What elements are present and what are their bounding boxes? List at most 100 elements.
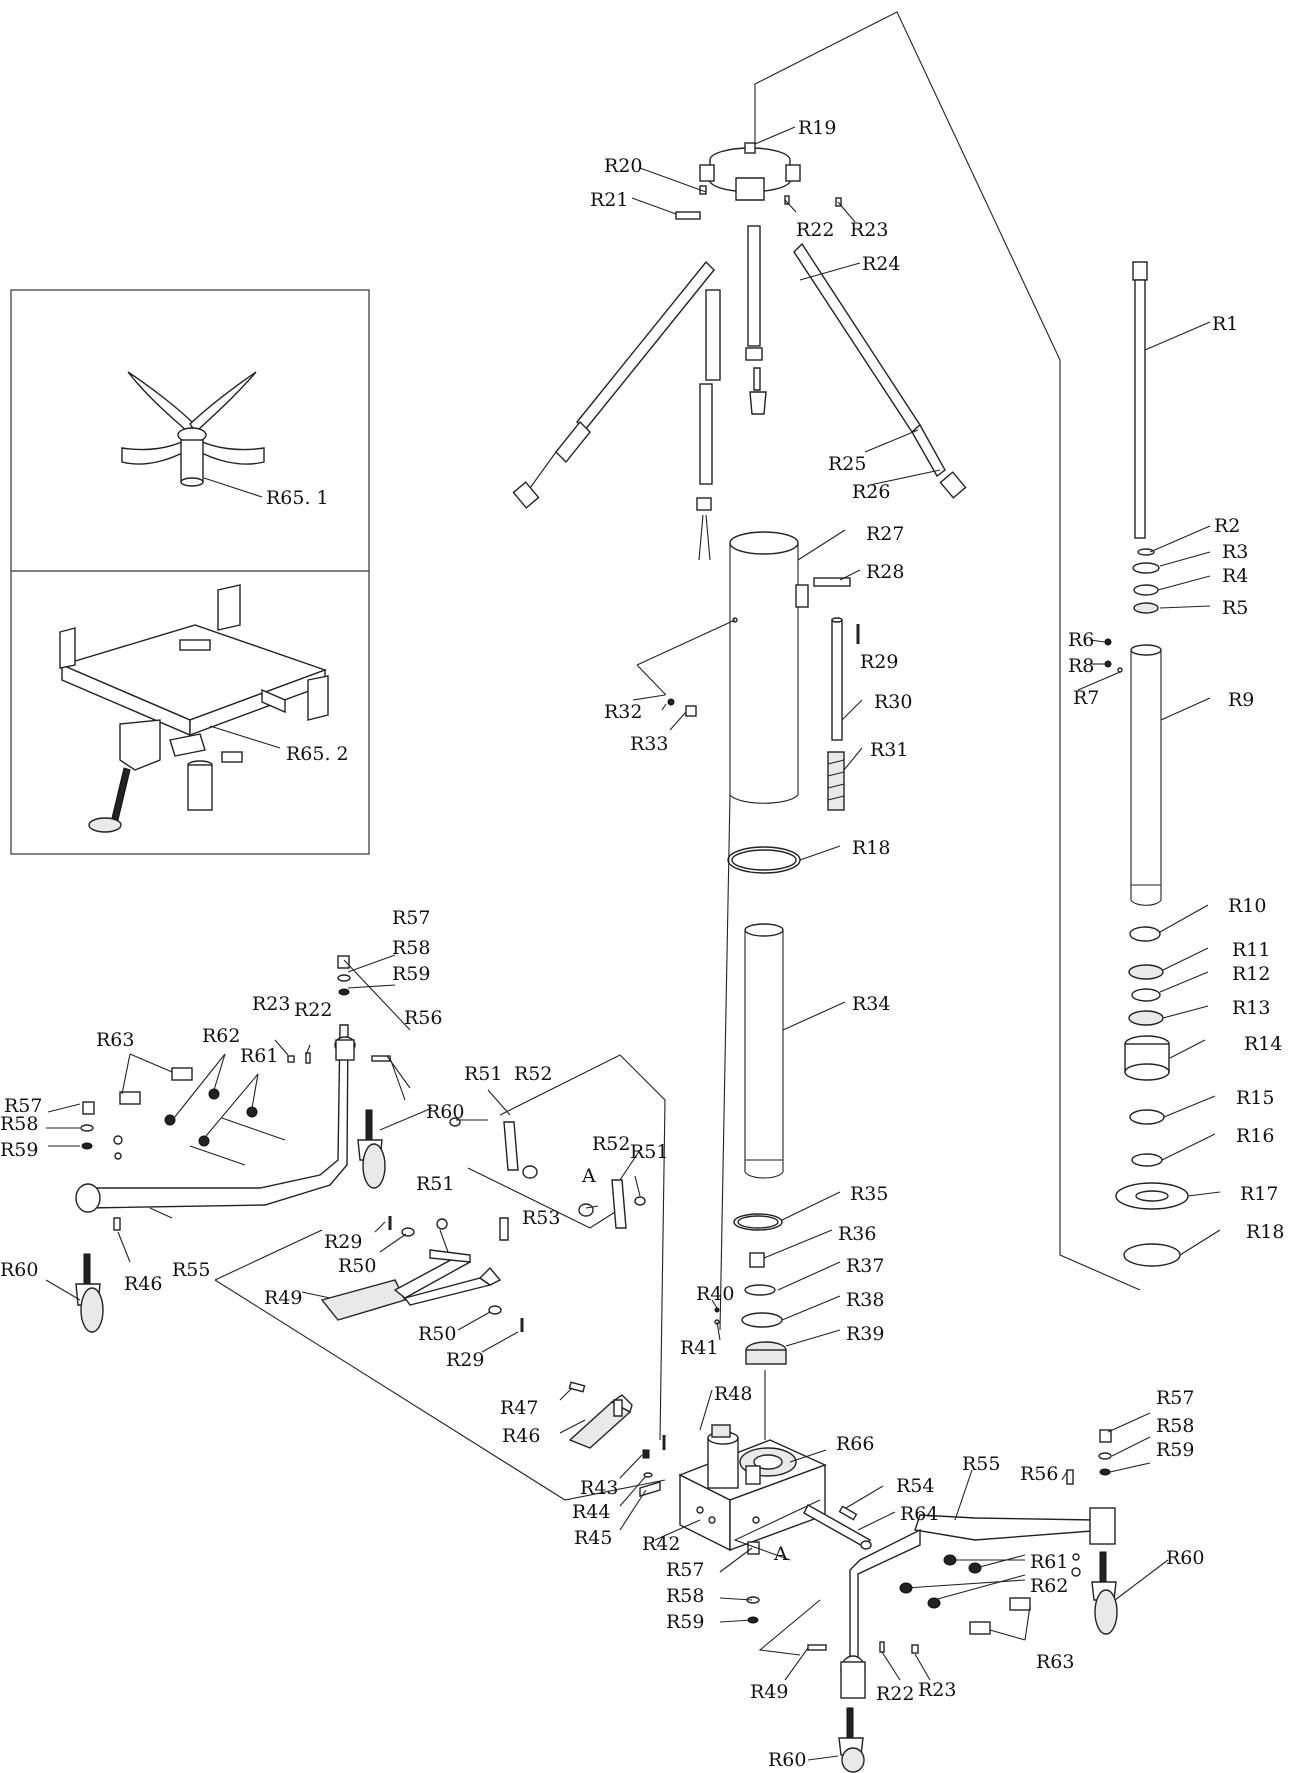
label-r39: R39 bbox=[846, 1323, 884, 1345]
label-r2: R2 bbox=[1214, 515, 1240, 537]
label-r6: R6 bbox=[1068, 629, 1094, 651]
label-r38: R38 bbox=[846, 1289, 884, 1311]
label-r65-1: R65. 1 bbox=[266, 487, 329, 509]
label-r61-right: R61 bbox=[1030, 1551, 1068, 1573]
cradle-head-drawing bbox=[675, 142, 842, 220]
label-r1: R1 bbox=[1212, 313, 1238, 335]
seal-ring-inner bbox=[731, 849, 797, 871]
label-r10: R10 bbox=[1228, 895, 1266, 917]
label-r20: R20 bbox=[604, 155, 642, 177]
label-r13: R13 bbox=[1232, 997, 1270, 1019]
label-r8: R8 bbox=[1068, 655, 1094, 677]
pump-cylinder-drawing bbox=[1130, 644, 1162, 906]
label-r53: R53 bbox=[522, 1207, 560, 1229]
label-r60-left-upper: R60 bbox=[426, 1101, 464, 1123]
label-r45: R45 bbox=[574, 1527, 612, 1549]
linkage-drawing bbox=[320, 1117, 646, 1417]
label-r46-pedal: R46 bbox=[502, 1425, 540, 1447]
saddle-attachment-drawing bbox=[121, 371, 265, 498]
label-r54: R54 bbox=[896, 1475, 934, 1497]
label-r57-right: R57 bbox=[1156, 1387, 1194, 1409]
label-r62-right: R62 bbox=[1030, 1575, 1068, 1597]
label-r56-left: R56 bbox=[404, 1007, 442, 1029]
label-r58-left: R58 bbox=[392, 937, 430, 959]
label-r35: R35 bbox=[850, 1183, 888, 1205]
label-r55-left: R55 bbox=[172, 1259, 210, 1281]
label-r64: R64 bbox=[900, 1503, 938, 1525]
label-r66: R66 bbox=[836, 1433, 874, 1455]
label-r25: R25 bbox=[828, 453, 866, 475]
right-leg-drawing bbox=[914, 1429, 1118, 1635]
label-r58-far-left: R58 bbox=[0, 1113, 38, 1135]
label-r57-bottom: R57 bbox=[666, 1559, 704, 1581]
label-r59-right: R59 bbox=[1156, 1439, 1194, 1461]
cradle-arms-drawing bbox=[512, 225, 967, 561]
label-r15: R15 bbox=[1236, 1087, 1274, 1109]
label-r3: R3 bbox=[1222, 541, 1248, 563]
label-r60-bottom: R60 bbox=[768, 1749, 806, 1771]
label-r57-left: R57 bbox=[392, 907, 430, 929]
pump-base-drawing bbox=[678, 1424, 827, 1552]
label-r4: R4 bbox=[1222, 565, 1248, 587]
label-r59-bottom: R59 bbox=[666, 1611, 704, 1633]
outer-cylinder-drawing bbox=[667, 531, 860, 811]
label-r40: R40 bbox=[696, 1283, 734, 1305]
label-r19: R19 bbox=[798, 117, 836, 139]
label-r51-top: R51 bbox=[464, 1063, 502, 1085]
label-r22-bottom: R22 bbox=[876, 1683, 914, 1705]
label-r28: R28 bbox=[866, 561, 904, 583]
label-r16: R16 bbox=[1236, 1125, 1274, 1147]
label-r59-far-left: R59 bbox=[0, 1139, 38, 1161]
label-r18-center: R18 bbox=[852, 837, 890, 859]
label-r18-right: R18 bbox=[1246, 1221, 1284, 1243]
label-leaders bbox=[45, 126, 1221, 1761]
label-r49-bottom: R49 bbox=[750, 1681, 788, 1703]
label-r26: R26 bbox=[852, 481, 890, 503]
label-r12: R12 bbox=[1232, 963, 1270, 985]
part-labels: R1 R2 R3 R4 R5 R6 R8 R7 R9 R10 R11 R12 R… bbox=[0, 117, 1284, 1771]
label-r7: R7 bbox=[1073, 687, 1099, 709]
label-r47: R47 bbox=[500, 1397, 538, 1419]
label-r17: R17 bbox=[1240, 1183, 1278, 1205]
label-r58-bottom: R58 bbox=[666, 1585, 704, 1607]
label-r22-top: R22 bbox=[796, 219, 834, 241]
label-r32: R32 bbox=[604, 701, 642, 723]
label-r51-right: R51 bbox=[630, 1141, 668, 1163]
attachment-inset-panel bbox=[10, 289, 370, 855]
label-r65-2: R65. 2 bbox=[286, 743, 349, 765]
inner-cylinder-drawing bbox=[744, 923, 784, 1179]
label-r5: R5 bbox=[1222, 597, 1248, 619]
label-r46-left: R46 bbox=[124, 1273, 162, 1295]
label-r43: R43 bbox=[580, 1477, 618, 1499]
label-r59-left: R59 bbox=[392, 963, 430, 985]
tray-attachment-drawing bbox=[59, 584, 329, 833]
label-r42: R42 bbox=[642, 1533, 680, 1555]
bottom-leg-drawing bbox=[746, 1528, 1031, 1773]
label-r52-top: R52 bbox=[514, 1063, 552, 1085]
label-r33: R33 bbox=[630, 733, 668, 755]
label-r21: R21 bbox=[590, 189, 628, 211]
label-r11: R11 bbox=[1232, 939, 1270, 961]
label-r27: R27 bbox=[866, 523, 904, 545]
label-r61-left: R61 bbox=[240, 1045, 278, 1067]
label-r36: R36 bbox=[838, 1223, 876, 1245]
label-r34: R34 bbox=[852, 993, 890, 1015]
label-r50-mid: R50 bbox=[418, 1323, 456, 1345]
label-r58-right: R58 bbox=[1156, 1415, 1194, 1437]
label-r30: R30 bbox=[874, 691, 912, 713]
label-r44: R44 bbox=[572, 1501, 610, 1523]
label-r29-mid: R29 bbox=[446, 1349, 484, 1371]
label-r23-top: R23 bbox=[850, 219, 888, 241]
label-r51-mid: R51 bbox=[416, 1173, 454, 1195]
label-a-bottom: A bbox=[773, 1543, 788, 1565]
label-r50-left: R50 bbox=[338, 1255, 376, 1277]
label-r55-right: R55 bbox=[962, 1453, 1000, 1475]
label-r63-left: R63 bbox=[96, 1029, 134, 1051]
label-r52-right: R52 bbox=[592, 1133, 630, 1155]
label-r37: R37 bbox=[846, 1255, 884, 1277]
label-r56-right: R56 bbox=[1020, 1463, 1058, 1485]
label-r31: R31 bbox=[870, 739, 908, 761]
label-r23-bottom: R23 bbox=[918, 1679, 956, 1701]
label-r14: R14 bbox=[1244, 1033, 1282, 1055]
label-r49-left: R49 bbox=[264, 1287, 302, 1309]
